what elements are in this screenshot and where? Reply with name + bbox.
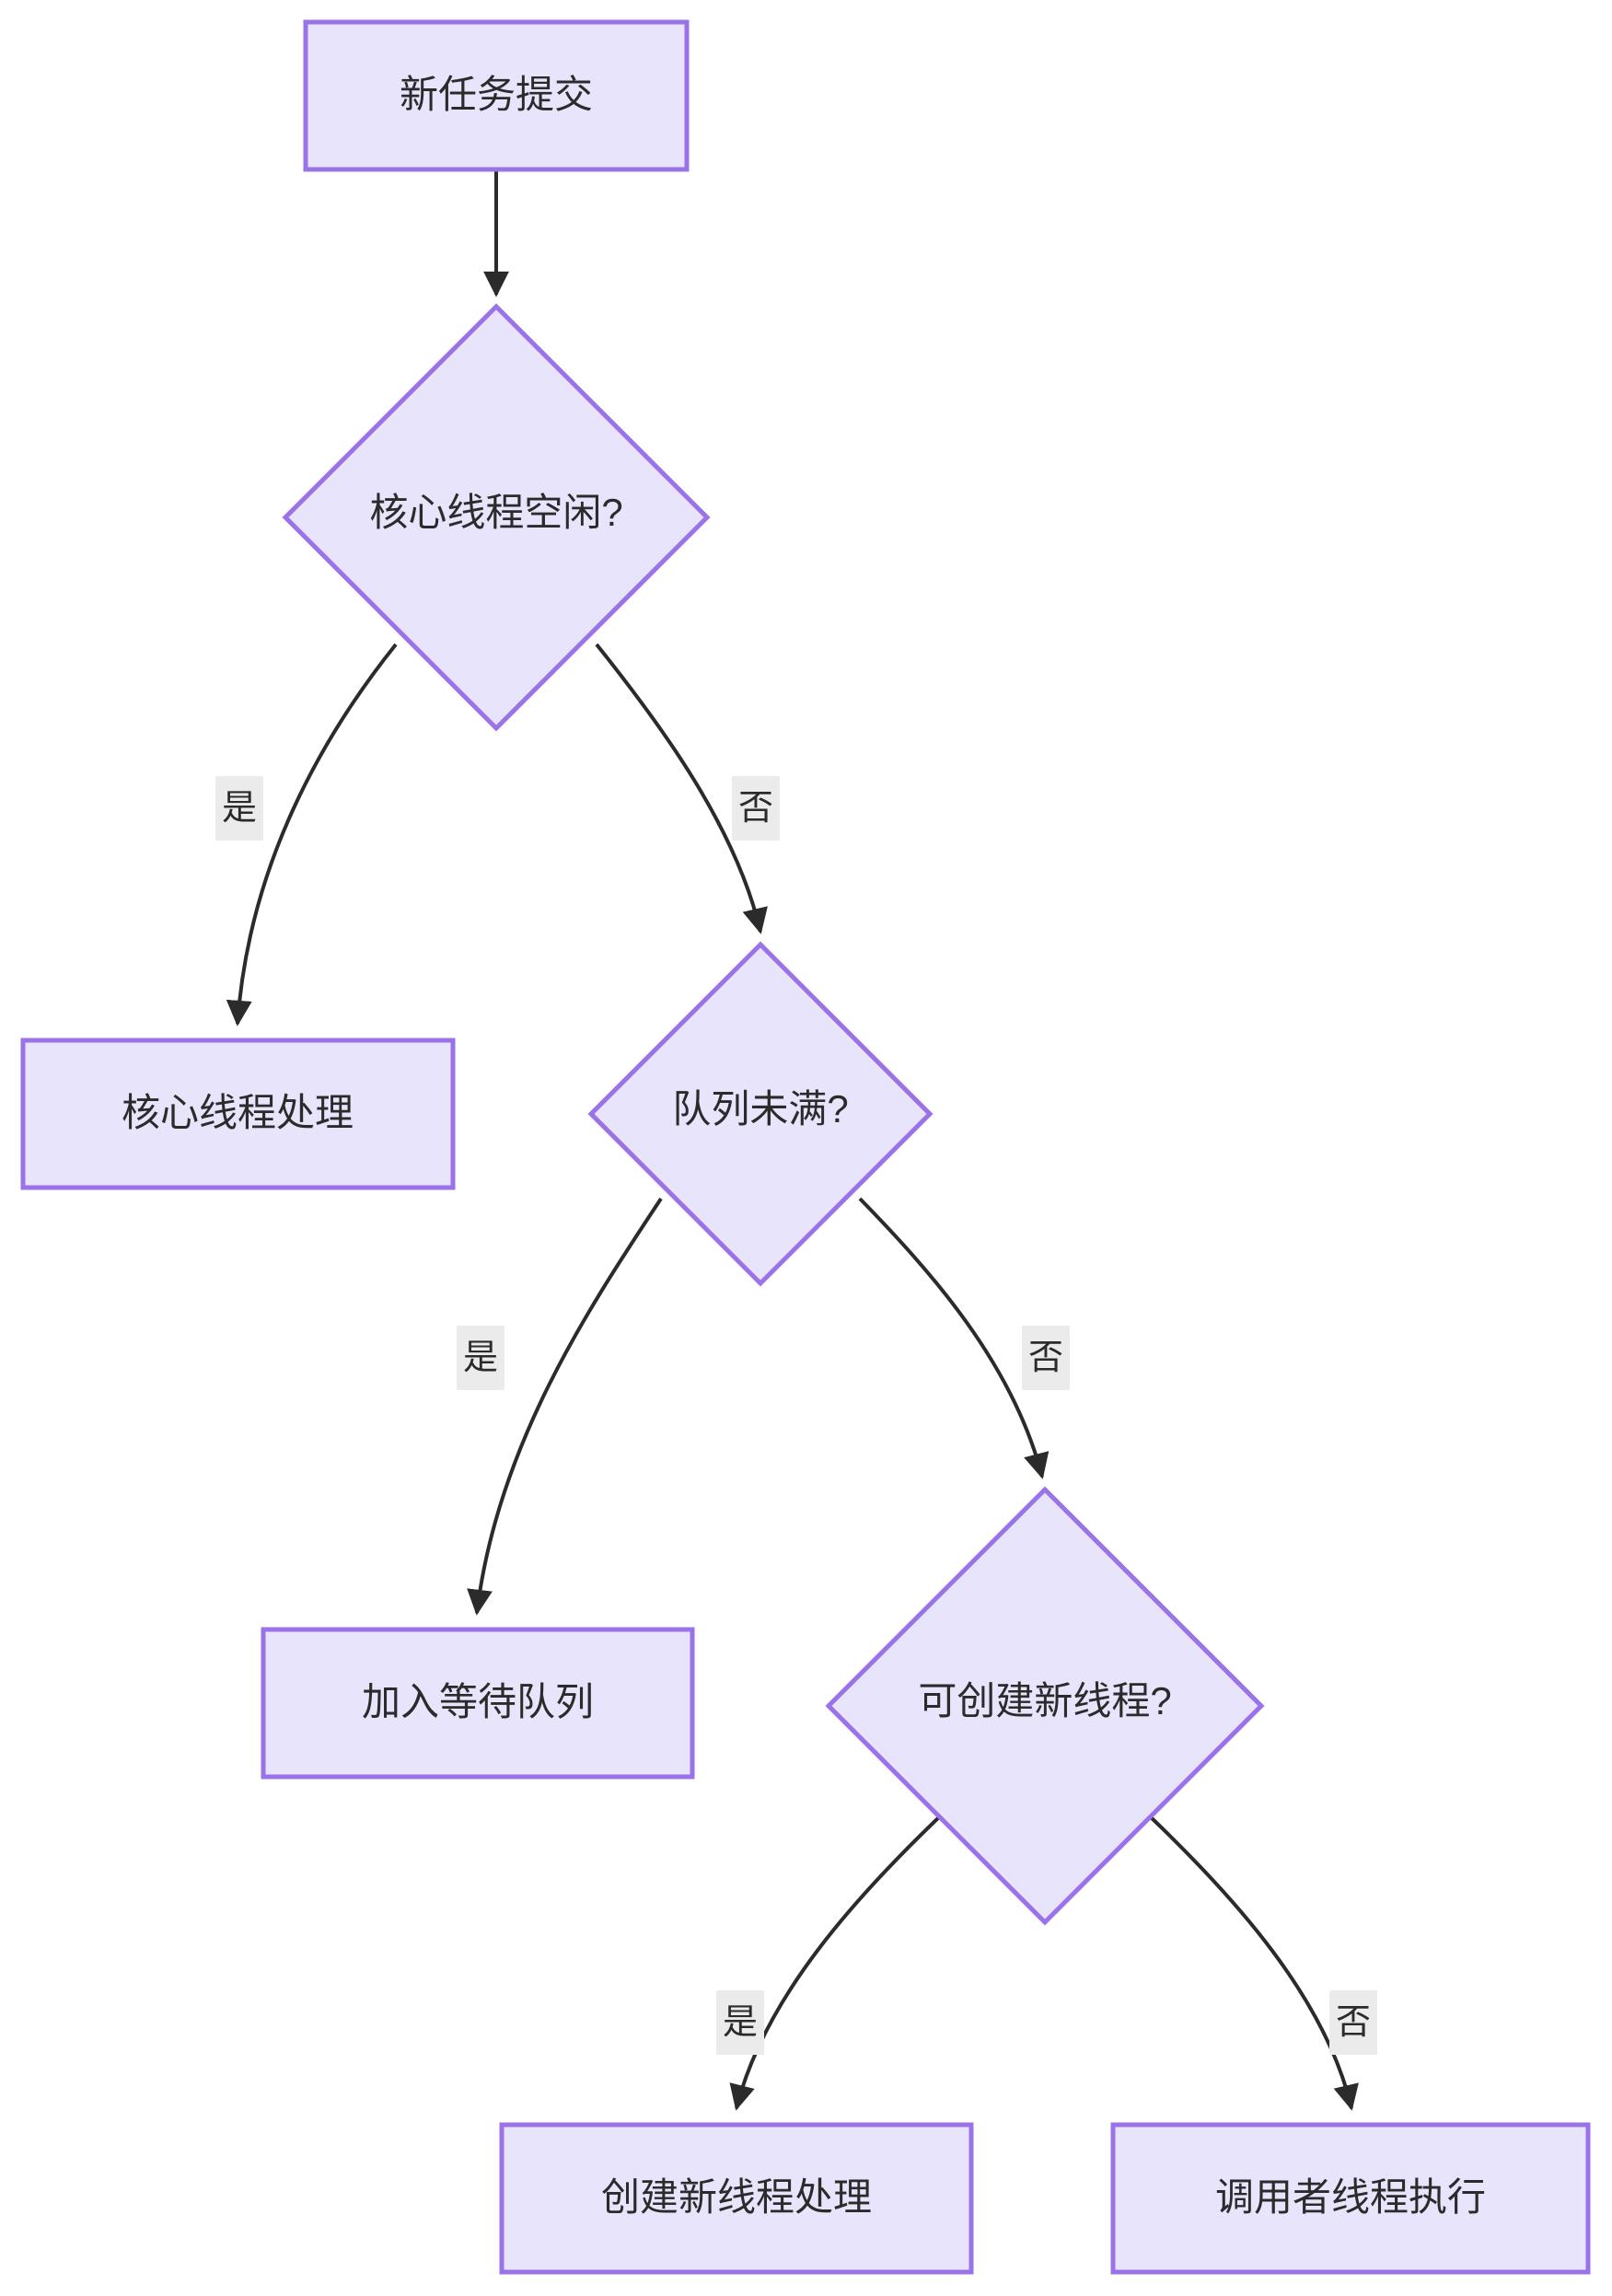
node-label: 调用者线程执行 [1215,2175,1486,2219]
node-can-create-new-thread-decision[interactable]: 可创建新线程? [825,1486,1265,1926]
node-label: 加入等待队列 [362,1680,594,1723]
edge-label-n2-n4: 否 [732,776,780,841]
node-shape-diamond[interactable] [282,303,711,732]
node-shape-rect[interactable] [1110,2122,1591,2275]
edge-label-text: 是 [723,2003,758,2042]
edge-label-n4-n6: 否 [1022,1326,1070,1390]
edge-label-text: 否 [738,789,773,828]
node-shape-rect[interactable] [261,1627,695,1780]
edge-label-n6-n7: 是 [716,1990,764,2055]
node-label: 新任务提交 [400,73,593,116]
edge-n6-n8 [1147,1814,1359,2111]
edge-label-n4-n5: 是 [457,1326,504,1390]
node-label: 可创建新线程? [918,1679,1171,1722]
edge-label-n6-n8: 否 [1329,1990,1377,2055]
node-core-thread-handles[interactable]: 核心线程处理 [20,1038,456,1190]
edge-n2-n3 [226,643,398,1026]
node-core-thread-idle-decision[interactable]: 核心线程空闲? [282,303,711,732]
edge-label-text: 否 [1336,2003,1371,2042]
node-new-task-submitted[interactable]: 新任务提交 [303,19,690,172]
node-label: 核心线程处理 [122,1091,354,1134]
node-shape-diamond[interactable] [587,941,934,1287]
edge-label-group: 是 否 是 否 是 否 [215,776,1377,2055]
node-shape-rect[interactable] [499,2122,974,2275]
node-label: 队列未满? [672,1087,848,1131]
node-label: 核心线程空闲? [369,491,622,534]
edge-n4-n6 [858,1197,1050,1479]
edge-n4-n5 [467,1197,663,1616]
edge-label-n2-n3: 是 [215,776,263,841]
node-label: 创建新线程处理 [601,2175,872,2219]
edge-n6-n7 [729,1814,943,2111]
node-caller-thread-executes[interactable]: 调用者线程执行 [1110,2122,1591,2275]
edge-n2-n4 [595,643,768,934]
node-create-new-thread-handles[interactable]: 创建新线程处理 [499,2122,974,2275]
node-shape-rect[interactable] [303,19,690,172]
edge-group [226,170,1359,2111]
node-enqueue-waiting-queue[interactable]: 加入等待队列 [261,1627,695,1780]
node-queue-not-full-decision[interactable]: 队列未满? [587,941,934,1287]
edge-label-text: 是 [463,1339,498,1377]
node-shape-rect[interactable] [20,1038,456,1190]
edge-label-text: 是 [222,789,257,828]
node-shape-diamond[interactable] [825,1486,1265,1926]
edge-label-text: 否 [1028,1339,1063,1377]
